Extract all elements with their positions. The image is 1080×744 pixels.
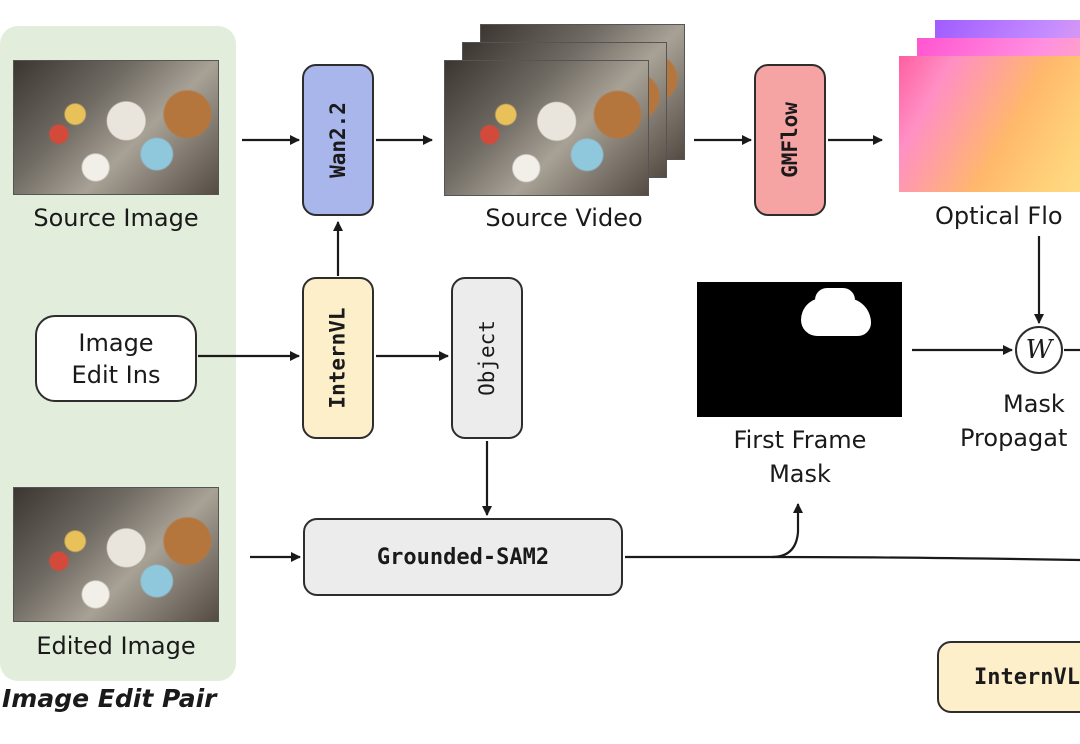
source-image-caption: Source Image xyxy=(33,204,199,232)
gmflow-module: GMFlow xyxy=(754,64,826,216)
mask-propagation-line1: Mask xyxy=(1003,390,1065,418)
grounded-sam2-module: Grounded-SAM2 xyxy=(303,518,623,596)
grounded-sam2-label: Grounded-SAM2 xyxy=(376,544,550,570)
warp-symbol: W xyxy=(1025,335,1053,365)
flow-frame-front xyxy=(899,56,1080,192)
optical-flow-caption: Optical Flo xyxy=(935,202,1063,230)
object-module: Object xyxy=(451,277,523,439)
source-video-caption: Source Video xyxy=(485,204,643,232)
video-frame-front xyxy=(444,60,649,196)
line-gsam-right xyxy=(771,555,1080,562)
arrow-gsam-to-mask xyxy=(625,503,803,559)
wan-module: Wan2.2 xyxy=(302,64,374,216)
instruction-line-1: Image xyxy=(78,328,154,357)
image-edit-pair-title: Image Edit Pair xyxy=(2,684,217,713)
source-image xyxy=(13,60,219,195)
first-frame-mask-image xyxy=(697,282,902,417)
edited-image xyxy=(13,487,219,622)
image-edit-instruction-box: Image Edit Ins xyxy=(35,315,197,402)
internvl-module: InternVL xyxy=(302,277,374,439)
mask-blob xyxy=(801,298,871,336)
mask-propagation-line2: Propagat xyxy=(960,424,1068,452)
internvl-bottom-module: InternVL xyxy=(937,641,1080,713)
edited-image-caption: Edited Image xyxy=(36,632,196,660)
instruction-line-2: Edit Ins xyxy=(71,360,161,389)
warp-operator-icon: W xyxy=(1015,326,1063,374)
internvl-bottom-label: InternVL xyxy=(974,664,1080,690)
first-frame-caption-line2: Mask xyxy=(769,460,831,488)
first-frame-caption-line1: First Frame xyxy=(733,426,867,454)
